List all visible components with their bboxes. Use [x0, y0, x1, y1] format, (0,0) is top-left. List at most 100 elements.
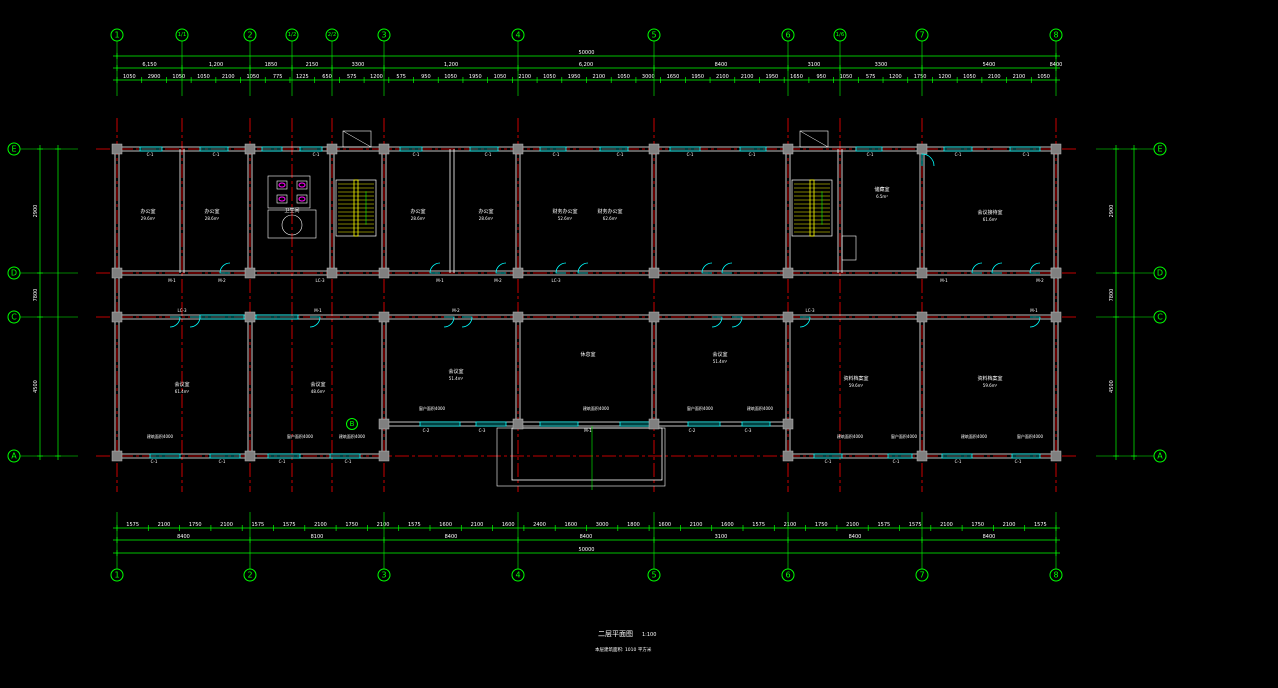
dim-label: 8100 [1107, 0, 1120, 2]
washroom [267, 209, 317, 239]
column [648, 143, 660, 155]
column [111, 450, 123, 462]
grid-bubble-label: 5 [651, 31, 656, 40]
dim-label: 1050 [1037, 74, 1050, 80]
grid-bubble-label: C [11, 313, 17, 322]
room-area: 6.5m² [876, 194, 888, 199]
door-swing [461, 316, 473, 328]
shaft [799, 130, 829, 148]
door-swing [711, 316, 723, 328]
grid-bubble-label: A [11, 452, 17, 461]
dim-label: 1750 [345, 522, 358, 528]
room-area: 28.6m² [479, 216, 494, 221]
door-swing [1029, 316, 1041, 328]
dim-label: 2100 [716, 74, 729, 80]
room-area: 48.6m² [311, 389, 326, 394]
column [648, 418, 660, 430]
door-swing [799, 316, 811, 328]
window-tag: 建筑面积4000 [961, 433, 988, 439]
door-code: M-1 [314, 308, 322, 313]
window-code: C-1 [219, 459, 226, 464]
window-code: C-1 [313, 152, 320, 157]
door-swing [169, 316, 181, 328]
room-name: 资料档案室 [977, 375, 1002, 382]
grid-bubble-label: E [1157, 145, 1162, 154]
room-name: 办公室 [204, 208, 219, 215]
column [244, 143, 256, 155]
column [326, 143, 338, 155]
dim-label: 1600 [721, 522, 734, 528]
dim-label: 2100 [471, 522, 484, 528]
door-swing [555, 262, 567, 274]
dim-label: 1050 [963, 74, 976, 80]
dim-label: 1575 [251, 522, 264, 528]
dim-label: 1,200 [444, 62, 458, 68]
room-area: 62.6m² [603, 216, 618, 221]
window-code: C-2 [689, 428, 696, 433]
grid-bubble-label: 1 [114, 31, 119, 40]
grid-bubble-label: B [350, 420, 355, 428]
room-name: 办公室 [478, 208, 493, 215]
stair-handrail [809, 179, 815, 237]
grid-bubble-label: 1 [114, 571, 119, 580]
window-tag: 建筑面积4000 [583, 405, 610, 411]
dim-label: 50000 [579, 50, 595, 56]
door-code: M-2 [452, 308, 460, 313]
window-code: C-1 [213, 152, 220, 157]
window-code: M-1 [584, 428, 592, 433]
structural-columns [111, 143, 1062, 462]
dim-label: 575 [396, 74, 406, 80]
doors [169, 153, 1041, 328]
door-code: M-2 [494, 278, 502, 283]
dim-label: 1950 [469, 74, 482, 80]
room-name: 会议室 [310, 381, 325, 388]
window-tag: 窗户面积4000 [287, 433, 314, 439]
dim-label: 1575 [283, 522, 296, 528]
window-tag: 窗户面积4000 [419, 405, 446, 411]
window-code: C-1 [553, 152, 560, 157]
door-swing [731, 316, 743, 328]
dim-label: 2100 [158, 522, 171, 528]
room-name: 会议室 [174, 381, 189, 388]
grid-bubble-label: 8 [1053, 31, 1058, 40]
dim-label: 1600 [564, 522, 577, 528]
room-area: 51.4m² [713, 359, 728, 364]
window-tag: 窗户面积4000 [1017, 433, 1044, 439]
dim-label: 2400 [533, 522, 546, 528]
dim-label: 2100 [988, 74, 1001, 80]
dim-label: 1200 [938, 74, 951, 80]
dim-label: 2100 [314, 522, 327, 528]
column [648, 311, 660, 323]
grid-bubble-label: C [1157, 313, 1163, 322]
dim-label: 8400 [715, 62, 728, 68]
window-code: C-1 [617, 152, 624, 157]
toilet-stall [296, 194, 308, 204]
room-area: 61.6m² [983, 217, 998, 222]
room-name: 休息室 [580, 351, 595, 358]
dim-label: 1750 [914, 74, 927, 80]
dim-label: 8400 [445, 534, 458, 540]
dim-label: 8400 [580, 534, 593, 540]
dim-label: 4500 [33, 380, 39, 393]
door-code: M-1 [168, 278, 176, 283]
column [1050, 450, 1062, 462]
door-code: LC-3 [315, 278, 324, 283]
room-area: 59.6m² [983, 383, 998, 388]
window-code: C-2 [423, 428, 430, 433]
window-tag: 建筑面积4000 [147, 433, 174, 439]
column [648, 267, 660, 279]
door-swing [443, 316, 455, 328]
toilet-stall [276, 180, 288, 190]
window-code: C-1 [151, 459, 158, 464]
door-swing [219, 262, 231, 274]
dim-label: 1050 [247, 74, 260, 80]
door-swing [577, 262, 589, 274]
dim-label: 1050 [123, 74, 136, 80]
dim-label: 1575 [909, 522, 922, 528]
dim-label: 2100 [220, 522, 233, 528]
door-swing [189, 316, 201, 328]
grid-bubble-label: A [1157, 452, 1163, 461]
toilet-fixtures [267, 175, 857, 261]
toilet-bowl [298, 196, 306, 202]
